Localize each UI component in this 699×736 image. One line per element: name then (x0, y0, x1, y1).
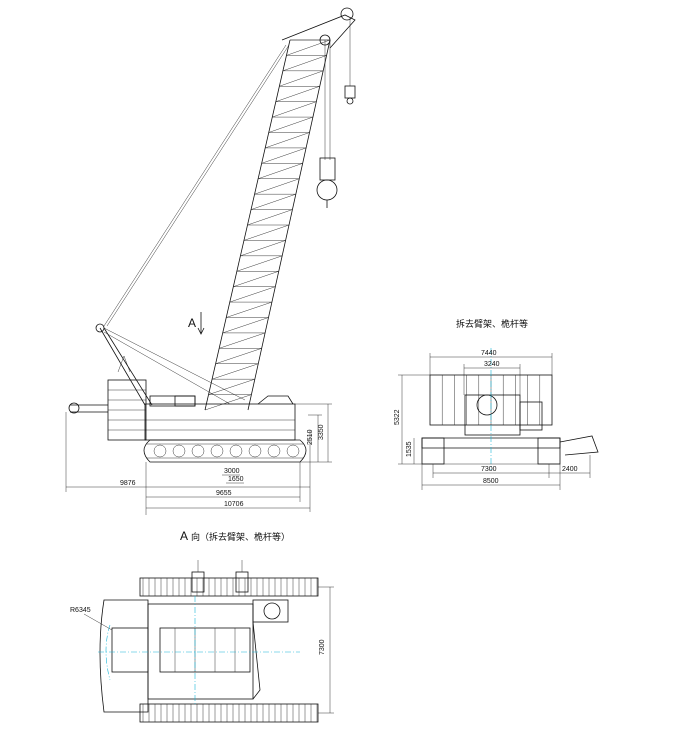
svg-text:1650: 1650 (228, 476, 244, 483)
side-dimensions: 9876 1650 3000 9655 10706 2510 3350 (65, 403, 332, 515)
boom-pendant (103, 44, 290, 327)
top-track-upper (139, 577, 319, 597)
svg-text:3000: 3000 (224, 468, 240, 475)
top-upper-body (99, 560, 289, 713)
rear-view: 拆去臂架、桅杆等 7440 3240 5322 1535 (394, 318, 599, 490)
rear-right-track (537, 437, 561, 465)
svg-text:3240: 3240 (484, 361, 500, 368)
top-view: A 向（拆去臂架、桅杆等） (70, 529, 334, 723)
top-view-caption: A 向（拆去臂架、桅杆等） (180, 529, 290, 543)
svg-text:5322: 5322 (394, 409, 401, 425)
hook-block-main (316, 40, 338, 208)
counterweight-stack (68, 379, 147, 441)
svg-text:R6345: R6345 (70, 607, 91, 614)
svg-text:3350: 3350 (318, 424, 325, 440)
svg-text:9655: 9655 (216, 490, 232, 497)
rear-view-caption: 拆去臂架、桅杆等 (456, 318, 528, 330)
svg-text:1535: 1535 (406, 441, 413, 457)
top-dimensions: R6345 7300 (70, 586, 334, 714)
rear-dimensions: 7440 3240 5322 1535 7300 2400 8500 (394, 350, 591, 490)
svg-text:A: A (180, 529, 188, 543)
svg-text:A: A (188, 316, 196, 330)
side-view: A 9876 1650 3000 9655 10706 2510 (65, 7, 356, 515)
upper-body (144, 395, 296, 441)
boom (204, 14, 356, 411)
svg-text:2510: 2510 (307, 429, 314, 445)
svg-text:7300: 7300 (481, 466, 497, 473)
crawler-track (143, 439, 307, 463)
svg-text:向（拆去臂架、桅杆等）: 向（拆去臂架、桅杆等） (191, 531, 290, 543)
svg-text:9876: 9876 (120, 480, 136, 487)
svg-text:7300: 7300 (319, 639, 326, 655)
svg-text:7440: 7440 (481, 350, 497, 357)
top-track-lower (139, 703, 319, 723)
view-arrow-a: A (188, 312, 205, 335)
mast (95, 323, 246, 406)
rear-left-track (421, 437, 445, 465)
svg-text:8500: 8500 (483, 478, 499, 485)
top-swing-radius-arc (105, 624, 111, 681)
svg-text:2400: 2400 (562, 466, 578, 473)
hook-block-aux (344, 18, 356, 105)
svg-text:10706: 10706 (224, 501, 244, 508)
